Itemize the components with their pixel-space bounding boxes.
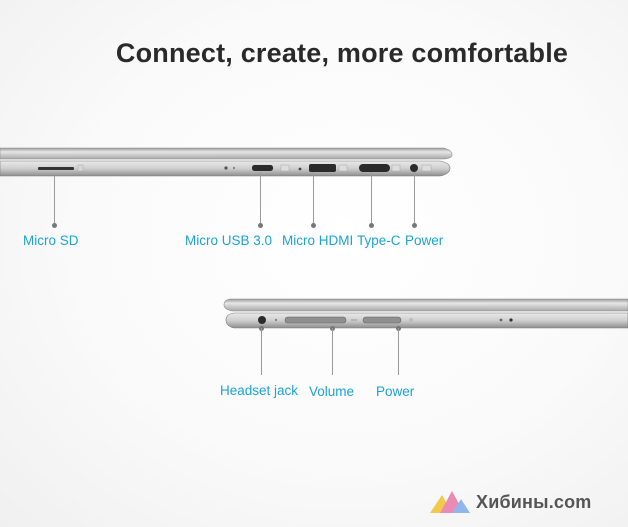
label-power: Power bbox=[405, 233, 444, 248]
power-jack bbox=[410, 164, 418, 172]
label-headset-jack: Headset jack bbox=[220, 383, 299, 398]
power-button-shape bbox=[362, 316, 402, 324]
micro-hdmi-port bbox=[309, 164, 336, 172]
label-micro-usb: Micro USB 3.0 bbox=[185, 233, 273, 248]
volume-rocker bbox=[284, 316, 347, 324]
watermark: Хибины.com bbox=[430, 491, 592, 513]
headset-jack-port bbox=[258, 316, 266, 324]
type-c-port bbox=[359, 164, 390, 172]
label-power-button: Power bbox=[376, 384, 415, 399]
micro-sd-slot bbox=[38, 167, 74, 170]
mountain-logo-icon bbox=[430, 491, 470, 513]
label-volume: Volume bbox=[309, 384, 355, 399]
label-type-c: Type-C bbox=[357, 233, 401, 248]
watermark-text: Хибины.com bbox=[476, 491, 592, 512]
label-micro-sd: Micro SD bbox=[23, 233, 79, 248]
page-title: Connect, create, more comfortable bbox=[115, 38, 569, 68]
micro-usb-port bbox=[252, 165, 273, 171]
label-micro-hdmi: Micro HDMI bbox=[282, 233, 354, 248]
